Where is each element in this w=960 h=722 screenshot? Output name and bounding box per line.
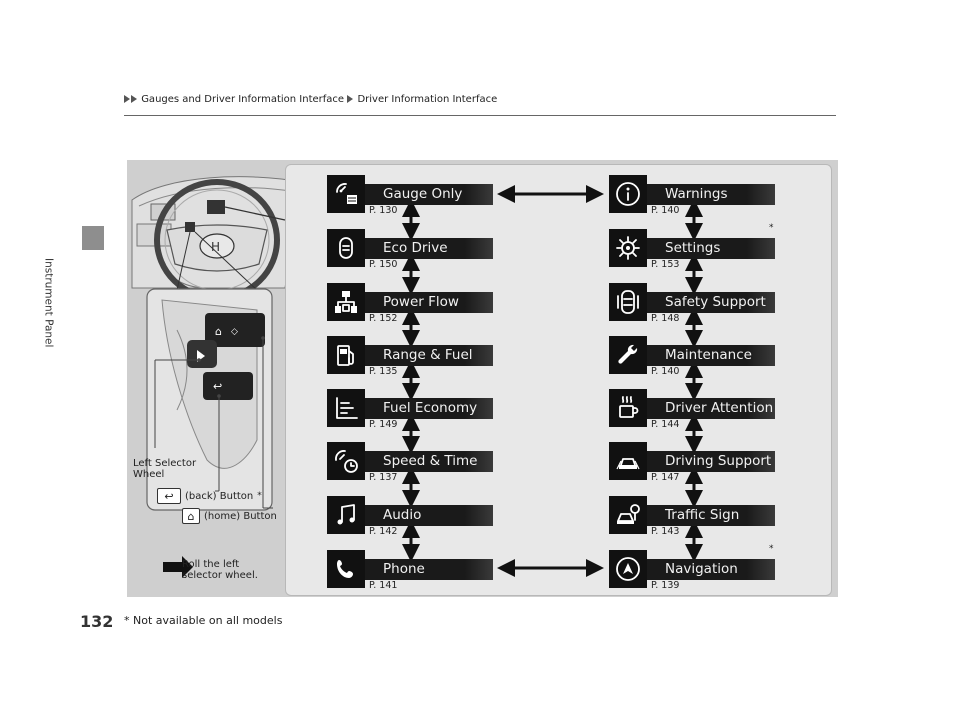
breadcrumb: Gauges and Driver Information Interface … — [124, 94, 497, 105]
fuel-pump-icon — [337, 345, 354, 366]
menu-item-label: Range & Fuel — [365, 345, 493, 366]
car-front-icon — [616, 458, 640, 470]
menu-item-label: Maintenance — [647, 345, 775, 366]
svg-text:◇: ◇ — [231, 327, 238, 337]
svg-text:H: H — [211, 240, 220, 254]
page-reference-link[interactable]: P. 140 — [651, 205, 680, 216]
gauge-icon — [336, 183, 357, 204]
breadcrumb-arrow-icon — [347, 95, 354, 103]
coffee-cup-icon — [619, 396, 639, 418]
page-reference-link[interactable]: P. 140 — [651, 366, 680, 377]
home-icon: ⌂ — [182, 508, 200, 524]
car-front-icon-tile — [609, 442, 647, 480]
page-reference-link[interactable]: P. 142 — [369, 526, 398, 537]
page-reference-link[interactable]: P. 149 — [369, 419, 398, 430]
phone-icon-tile — [327, 550, 365, 588]
menu-item-label: Driving Support — [647, 451, 775, 472]
menu-item-label: Navigation — [647, 559, 775, 580]
availability-mark: * — [769, 223, 774, 233]
navigation-arrow-icon-tile — [609, 550, 647, 588]
menu-item-label: Warnings — [647, 184, 775, 205]
page-reference-link[interactable]: P. 141 — [369, 580, 398, 591]
wrench-icon — [618, 344, 638, 364]
menu-item-label: Traffic Sign — [647, 505, 775, 526]
speed-time-icon — [335, 450, 358, 473]
safety-car-icon — [617, 290, 639, 314]
speed-time-icon-tile — [327, 442, 365, 480]
page-reference-link[interactable]: P. 152 — [369, 313, 398, 324]
coffee-cup-icon-tile — [609, 389, 647, 427]
page-reference-link[interactable]: P. 139 — [651, 580, 680, 591]
back-arrow-icon: ↩ — [157, 488, 181, 504]
gauge-icon-tile — [327, 175, 365, 213]
music-note-icon — [337, 504, 355, 525]
eco-drive-icon — [339, 237, 353, 259]
safety-car-icon-tile — [609, 283, 647, 321]
gear-icon-tile — [609, 229, 647, 267]
menu-item-label: Speed & Time — [365, 451, 493, 472]
navigation-arrow-icon — [616, 557, 640, 581]
steering-wheel-illustration: H ⌂ ◇ ↩ — [131, 176, 303, 578]
back-button-callout: ↩ (back) Button* — [157, 488, 262, 504]
page-reference-link[interactable]: P. 148 — [651, 313, 680, 324]
page-reference-link[interactable]: P. 144 — [651, 419, 680, 430]
info-icon-tile — [609, 175, 647, 213]
menu-item-label: Fuel Economy — [365, 398, 493, 419]
traffic-sign-icon-tile — [609, 496, 647, 534]
page-reference-link[interactable]: P. 137 — [369, 472, 398, 483]
svg-text:↩: ↩ — [213, 380, 222, 393]
menu-item-label: Phone — [365, 559, 493, 580]
power-flow-icon-tile — [327, 283, 365, 321]
fuel-pump-icon-tile — [327, 336, 365, 374]
menu-item-label: Settings — [647, 238, 775, 259]
wrench-icon-tile — [609, 336, 647, 374]
breadcrumb-page[interactable]: Driver Information Interface — [357, 94, 498, 105]
page-reference-link[interactable]: P. 150 — [369, 259, 398, 270]
menu-item-label: Driver Attention — [647, 398, 775, 419]
header-rule — [124, 115, 836, 116]
menu-item-label: Eco Drive — [365, 238, 493, 259]
page-reference-link[interactable]: P. 153 — [651, 259, 680, 270]
power-flow-icon — [335, 291, 357, 313]
home-button-callout: ⌂ (home) Button — [182, 508, 277, 524]
page-reference-link[interactable]: P. 143 — [651, 526, 680, 537]
breadcrumb-arrow-icon — [131, 95, 137, 103]
menu-item-label: Gauge Only — [365, 184, 493, 205]
bar-graph-icon — [336, 397, 358, 419]
footnote: * Not available on all models — [124, 614, 283, 627]
page-reference-link[interactable]: P. 130 — [369, 205, 398, 216]
music-note-icon-tile — [327, 496, 365, 534]
availability-mark: * — [769, 544, 774, 554]
gear-icon — [616, 236, 640, 260]
bar-graph-icon-tile — [327, 389, 365, 427]
menu-item-label: Audio — [365, 505, 493, 526]
page-reference-link[interactable]: P. 135 — [369, 366, 398, 377]
section-tab — [82, 226, 104, 250]
eco-drive-icon-tile — [327, 229, 365, 267]
page-reference-link[interactable]: P. 147 — [651, 472, 680, 483]
info-icon — [616, 182, 640, 206]
svg-text:⌂: ⌂ — [215, 325, 222, 338]
menu-item-label: Safety Support — [647, 292, 775, 313]
breadcrumb-section[interactable]: Gauges and Driver Information Interface — [141, 94, 345, 105]
menu-item-label: Power Flow — [365, 292, 493, 313]
page-number: 132 — [80, 612, 114, 631]
breadcrumb-arrow-icon — [124, 95, 130, 103]
phone-icon — [337, 560, 353, 578]
traffic-sign-icon — [617, 504, 640, 524]
